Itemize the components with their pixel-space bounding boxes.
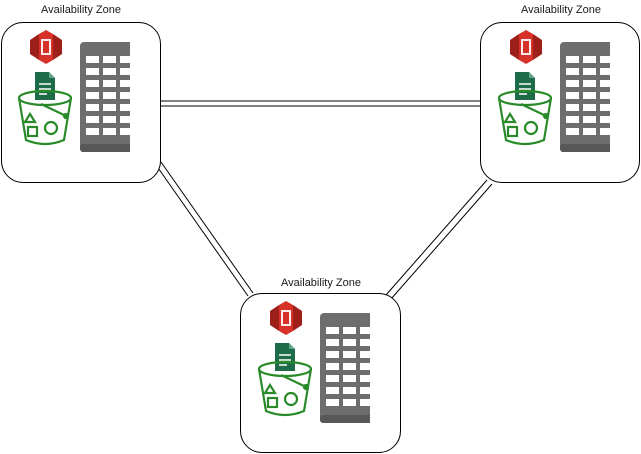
building-window	[103, 56, 116, 63]
building-window	[86, 68, 99, 75]
building-window	[360, 339, 373, 346]
zone-bottom-label: Availability Zone	[281, 277, 361, 289]
building-window	[343, 375, 356, 382]
bucket-icon	[497, 89, 553, 146]
zone-left-icon-svg	[17, 30, 139, 152]
building-window	[103, 104, 116, 111]
building-window	[326, 387, 339, 394]
document-icon	[515, 72, 535, 100]
building-window	[86, 104, 99, 111]
building-window	[86, 80, 99, 87]
building-window	[360, 327, 373, 334]
building-window	[120, 92, 133, 99]
building-window	[583, 68, 596, 75]
building-window	[86, 128, 99, 135]
building-window	[583, 104, 596, 111]
building-window	[343, 399, 356, 406]
building-window	[583, 80, 596, 87]
building-window	[343, 387, 356, 394]
building-window	[600, 128, 613, 135]
building-window	[583, 56, 596, 63]
building-window	[566, 128, 579, 135]
zone-right-icons	[480, 22, 619, 157]
building-window	[103, 92, 116, 99]
zone-left-icons	[0, 22, 139, 157]
building-window	[326, 363, 339, 370]
zone-bottom-icon-svg	[257, 301, 379, 423]
building-window	[120, 68, 133, 75]
building-window	[343, 351, 356, 358]
building-window	[86, 116, 99, 123]
building-window	[360, 399, 373, 406]
zone-right-icon-svg	[497, 30, 619, 152]
building-window	[566, 104, 579, 111]
building-icon	[80, 42, 139, 152]
building-window	[360, 363, 373, 370]
building-window	[343, 339, 356, 346]
s3-icon	[270, 301, 302, 335]
building-window	[360, 387, 373, 394]
building-window	[566, 116, 579, 123]
building-window	[120, 80, 133, 87]
zone-right-label: Availability Zone	[521, 4, 601, 16]
connector-left-bottom-line-b	[160, 161, 254, 294]
building-window	[600, 104, 613, 111]
building-window	[566, 92, 579, 99]
building-window	[343, 327, 356, 334]
zone-left-label: Availability Zone	[41, 4, 121, 16]
building-window	[86, 92, 99, 99]
building-window	[343, 363, 356, 370]
building-window	[600, 56, 613, 63]
building-window	[360, 351, 373, 358]
s3-icon	[30, 30, 62, 64]
building-window	[566, 80, 579, 87]
building-window	[360, 375, 373, 382]
building-window	[326, 339, 339, 346]
document-icon	[35, 72, 55, 100]
building-window	[600, 92, 613, 99]
building-window	[326, 351, 339, 358]
building-window	[120, 104, 133, 111]
building-window	[600, 116, 613, 123]
building-window	[600, 68, 613, 75]
building-window	[600, 80, 613, 87]
building-window	[326, 399, 339, 406]
building-window	[326, 375, 339, 382]
s3-icon	[510, 30, 542, 64]
building-icon	[320, 313, 379, 423]
building-window	[583, 128, 596, 135]
building-window	[326, 327, 339, 334]
document-icon	[275, 343, 295, 371]
building-window	[103, 116, 116, 123]
zone-bottom-icons	[240, 293, 379, 428]
building-window	[566, 56, 579, 63]
building-icon	[560, 42, 619, 152]
building-window	[566, 68, 579, 75]
building-window	[103, 68, 116, 75]
connector-right-bottom-line-b	[390, 183, 493, 300]
bucket-icon	[17, 89, 73, 146]
building-window	[120, 128, 133, 135]
building-window	[583, 116, 596, 123]
building-window	[86, 56, 99, 63]
connector-right-bottom-line-a	[385, 179, 488, 296]
bucket-icon	[257, 360, 313, 417]
building-window	[120, 56, 133, 63]
building-window	[103, 128, 116, 135]
connector-left-bottom-line-a	[155, 164, 249, 297]
building-window	[583, 92, 596, 99]
building-window	[120, 116, 133, 123]
building-window	[103, 80, 116, 87]
